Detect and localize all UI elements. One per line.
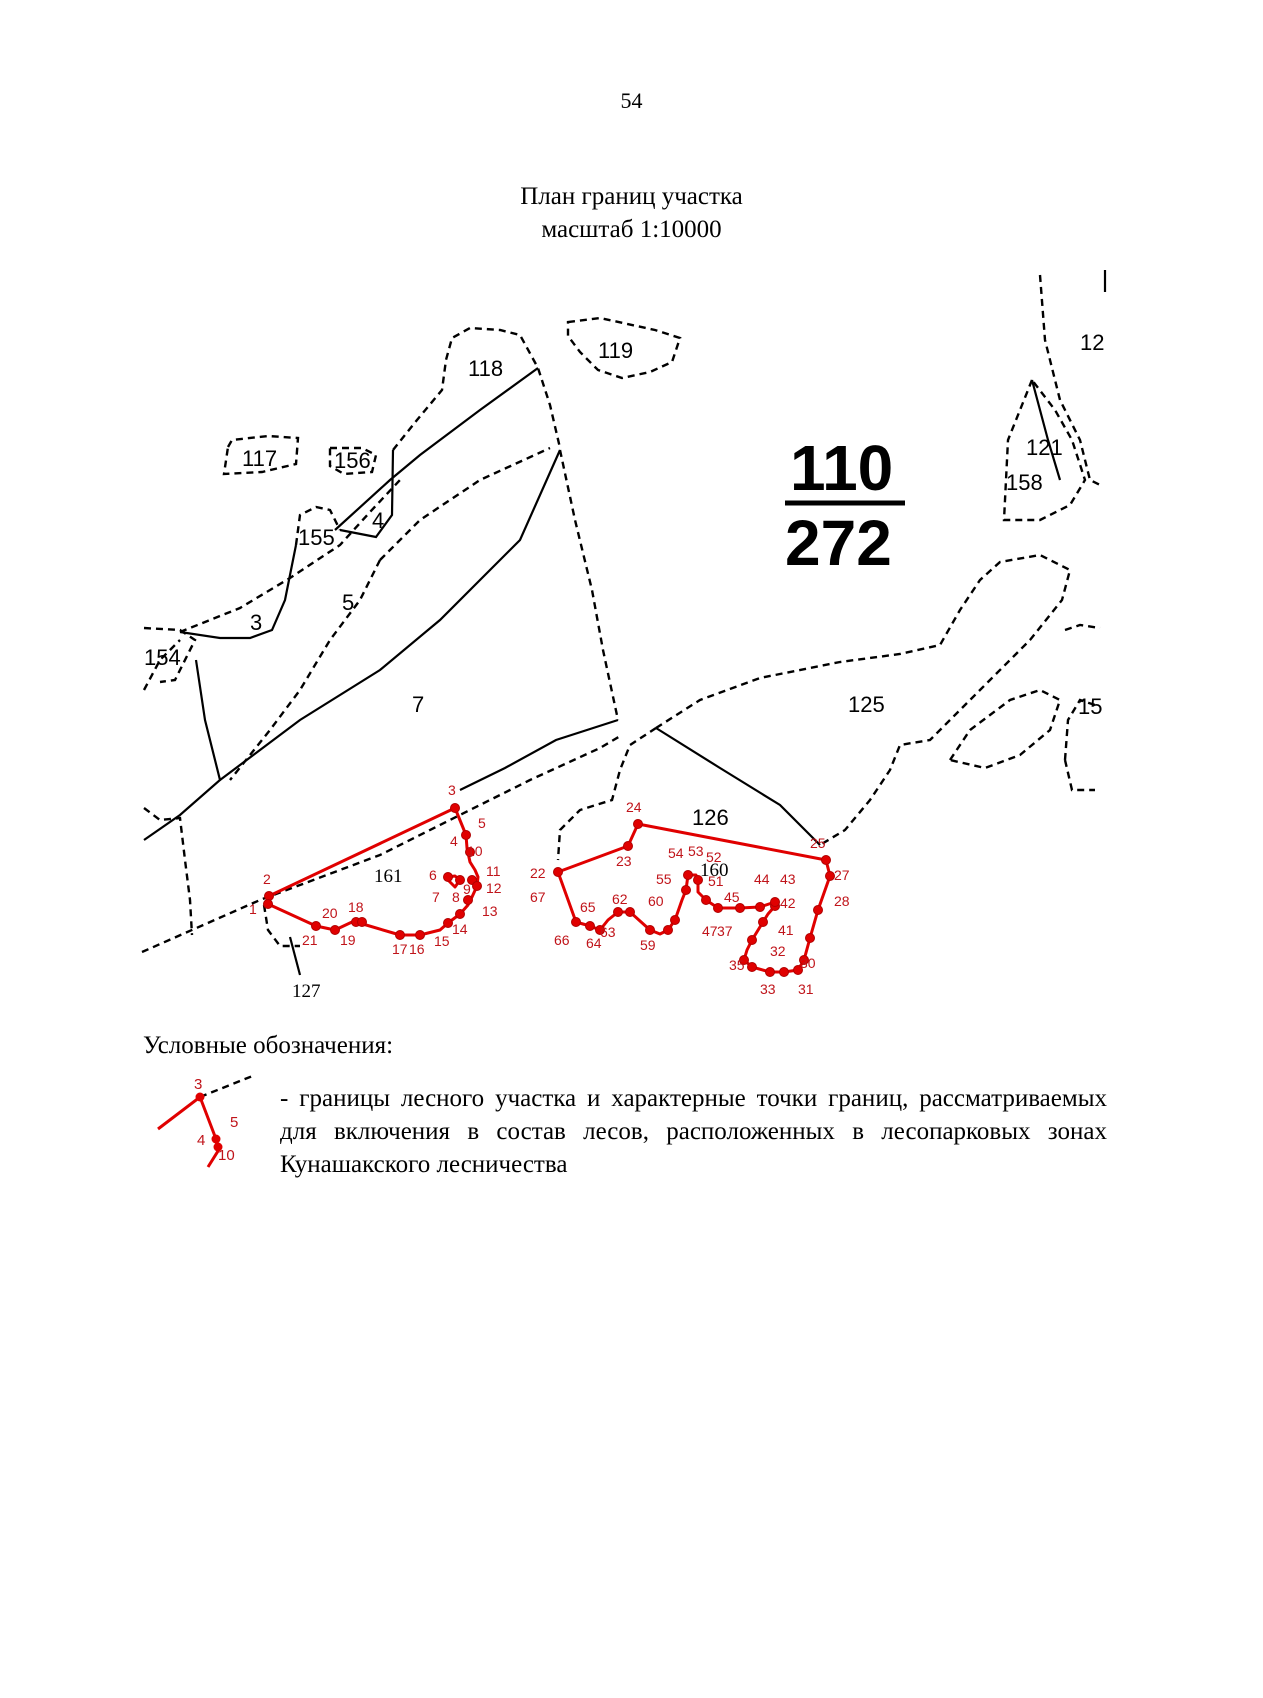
quarter-number-bottom: 272 [785, 507, 892, 579]
point-label: 35 [729, 957, 745, 973]
map-title-line1: План границ участка [520, 183, 743, 210]
point-label: 9 [463, 881, 471, 897]
point-label: 47 [702, 923, 718, 939]
boundary-map: 118 119 117 156 4 155 5 3 154 7 125 126 … [141, 270, 1107, 1002]
point-label: 51 [708, 873, 724, 889]
point-label: 13 [482, 903, 498, 919]
point-label: 30 [800, 955, 816, 971]
point-label: 67 [530, 889, 546, 905]
point-label: 43 [780, 871, 796, 887]
point-label: 8 [452, 889, 460, 905]
point-label: 10 [467, 843, 483, 859]
point-label: 18 [348, 899, 364, 915]
plot-labels: 118 119 117 156 4 155 5 3 154 7 125 126 … [144, 330, 1104, 1002]
plot-label: 125 [848, 692, 885, 717]
legend-point-label: 3 [194, 1076, 202, 1093]
legend-boundary-icon: 3 5 4 10 [157, 1073, 256, 1168]
point-label: 11 [486, 863, 501, 879]
plot-label: 158 [1006, 470, 1043, 495]
legend-point-label: 4 [197, 1132, 205, 1149]
point-label: 21 [302, 932, 318, 948]
plot-label: 161 [374, 866, 403, 887]
legend-point [213, 1142, 223, 1152]
map-scale: масштаб 1:10000 [541, 216, 722, 243]
legend-red-line [157, 1094, 220, 1168]
point-label: 44 [754, 871, 770, 887]
point-label: 4 [450, 833, 458, 849]
point-label: 12 [486, 880, 502, 896]
plot-label: 121 [1026, 435, 1063, 460]
plot-label: 12 [1080, 330, 1104, 355]
plot-label: 4 [372, 508, 384, 533]
point-label: 14 [452, 921, 468, 937]
boundary-161 [266, 806, 480, 937]
point-label: 22 [530, 865, 546, 881]
point-label: 64 [586, 935, 602, 951]
point-label: 28 [834, 893, 850, 909]
map-solid-lines [143, 270, 1107, 976]
plot-label: 118 [468, 356, 503, 381]
point-label: 63 [600, 924, 616, 940]
plot-label: 126 [692, 805, 729, 830]
point-label: 37 [717, 923, 733, 939]
point-label: 16 [409, 941, 425, 957]
point-label: 20 [322, 905, 338, 921]
legend-point [195, 1092, 205, 1102]
point-label: 23 [616, 853, 632, 869]
boundary-160 [556, 822, 832, 974]
point-label: 66 [554, 932, 570, 948]
point-label: 3 [448, 782, 456, 798]
point-label: 33 [760, 981, 776, 997]
plot-label: 154 [144, 645, 181, 670]
legend-title: Условные обозначения: [143, 1032, 394, 1059]
point-label: 31 [798, 981, 814, 997]
page-number: 54 [620, 88, 643, 113]
map-title: План границ участка масштаб 1:10000 [0, 180, 1263, 246]
legend-point [211, 1134, 221, 1144]
legend-dashed-line [199, 1073, 256, 1099]
plot-label: 15 [1078, 694, 1102, 719]
plot-label: 156 [334, 448, 371, 473]
point-label: 24 [626, 799, 642, 815]
plot-label: 155 [298, 525, 335, 550]
plot-label: 117 [242, 446, 277, 471]
point-label: 2 [263, 871, 271, 887]
plot-label: 3 [250, 610, 262, 635]
legend-point-label: 5 [230, 1114, 238, 1131]
point-label: 41 [778, 922, 794, 938]
point-label: 45 [724, 889, 740, 905]
legend-point-label: 10 [218, 1147, 235, 1164]
map-linework [141, 274, 1101, 954]
point-label: 53 [688, 843, 704, 859]
point-label: 59 [640, 937, 656, 953]
point-label: 60 [648, 893, 664, 909]
plot-label: 7 [412, 692, 424, 717]
point-label: 19 [340, 932, 356, 948]
point-label: 62 [612, 891, 628, 907]
plot-label: 160 [700, 860, 729, 881]
point-label: 42 [780, 895, 796, 911]
point-label: 54 [668, 845, 684, 861]
point-label: 15 [434, 933, 450, 949]
point-label: 52 [706, 849, 722, 865]
boundary-points [263, 803, 835, 977]
point-label: 65 [580, 899, 596, 915]
point-labels: 1 2 3 4 5 6 7 8 9 10 11 12 13 14 15 16 1… [249, 782, 850, 997]
legend-description: - границы лесного участка и характерные … [280, 1085, 1107, 1178]
point-label: 5 [478, 815, 486, 831]
quarter-number: 110 272 [785, 432, 905, 579]
plot-label: 119 [598, 338, 633, 363]
plot-label: 5 [342, 590, 354, 615]
point-label: 27 [834, 867, 850, 883]
point-label: 6 [429, 867, 437, 883]
point-label: 17 [392, 941, 408, 957]
point-label: 7 [432, 889, 440, 905]
plot-label: 127 [292, 981, 321, 1002]
point-label: 32 [770, 943, 786, 959]
point-label: 25 [810, 835, 826, 851]
point-label: 1 [249, 901, 257, 917]
quarter-number-top: 110 [790, 432, 893, 504]
point-label: 55 [656, 871, 672, 887]
